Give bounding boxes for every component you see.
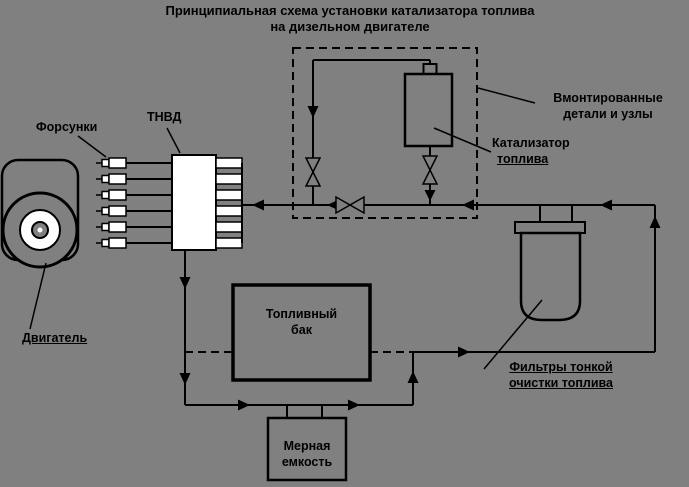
engine-shape [0, 158, 80, 269]
built-in-units-enclosure [292, 47, 478, 219]
injector-row [96, 189, 172, 201]
fine-filter-shape [514, 221, 586, 322]
fuel-tank-box [231, 283, 372, 382]
injector-row [96, 237, 172, 249]
main-line-valve-icon [335, 195, 365, 215]
injector-row [96, 221, 172, 233]
injectors-group [96, 157, 172, 249]
pointer-pump [166, 127, 181, 154]
catalyst-vessel [403, 63, 454, 148]
pointer-catalyst [433, 127, 492, 153]
arrow-down-riser [307, 106, 319, 118]
arrow-left-3 [462, 199, 474, 211]
diagram-title-line1: Принципиальная схема установки катализат… [165, 3, 535, 18]
injector-row [96, 205, 172, 217]
injectors-label: Форсунки [36, 120, 98, 134]
pump-block [171, 154, 243, 251]
diagram-title-line2: на дизельном двигателе [270, 19, 430, 34]
label-pointers [29, 87, 543, 370]
built-in-units-label: Вмонтированные детали и узлы [553, 91, 663, 121]
pointer-injectors [77, 135, 107, 158]
arrow-left-4 [600, 199, 612, 211]
pump-outlets [215, 157, 243, 249]
diagram-title: Принципиальная схема установки катализат… [100, 3, 600, 35]
riser-valve-icon [304, 157, 322, 187]
arrow-down-return-2 [179, 373, 191, 385]
arrow-left-1 [252, 199, 264, 211]
arrow-right-bottom-1 [238, 399, 250, 411]
measuring-tank-box [266, 416, 348, 482]
injector-row [96, 157, 172, 169]
engine-label: Двигатель [22, 331, 88, 345]
pointer-built-in [477, 87, 536, 104]
fuel-tank-label: Топливный бак [265, 307, 338, 337]
pointer-engine [29, 262, 47, 330]
arrow-right-mid [458, 346, 470, 358]
fine-filter-label: Фильтры тонкой очистки топлива [509, 360, 613, 390]
arrow-down-return-1 [179, 277, 191, 289]
pointer-filter [483, 299, 543, 370]
measuring-tank-label: Мерная емкость [281, 439, 333, 469]
arrow-up-right-riser [649, 216, 661, 228]
injector-row [96, 173, 172, 185]
catalyst-valve-icon [421, 155, 439, 185]
pump-label: ТНВД [147, 110, 182, 124]
arrow-right-bottom-2 [348, 399, 360, 411]
arrow-down-catalyst [424, 190, 436, 201]
catalyst-label: Катализатор топлива [492, 136, 570, 166]
arrow-up-riser-413 [407, 371, 419, 383]
